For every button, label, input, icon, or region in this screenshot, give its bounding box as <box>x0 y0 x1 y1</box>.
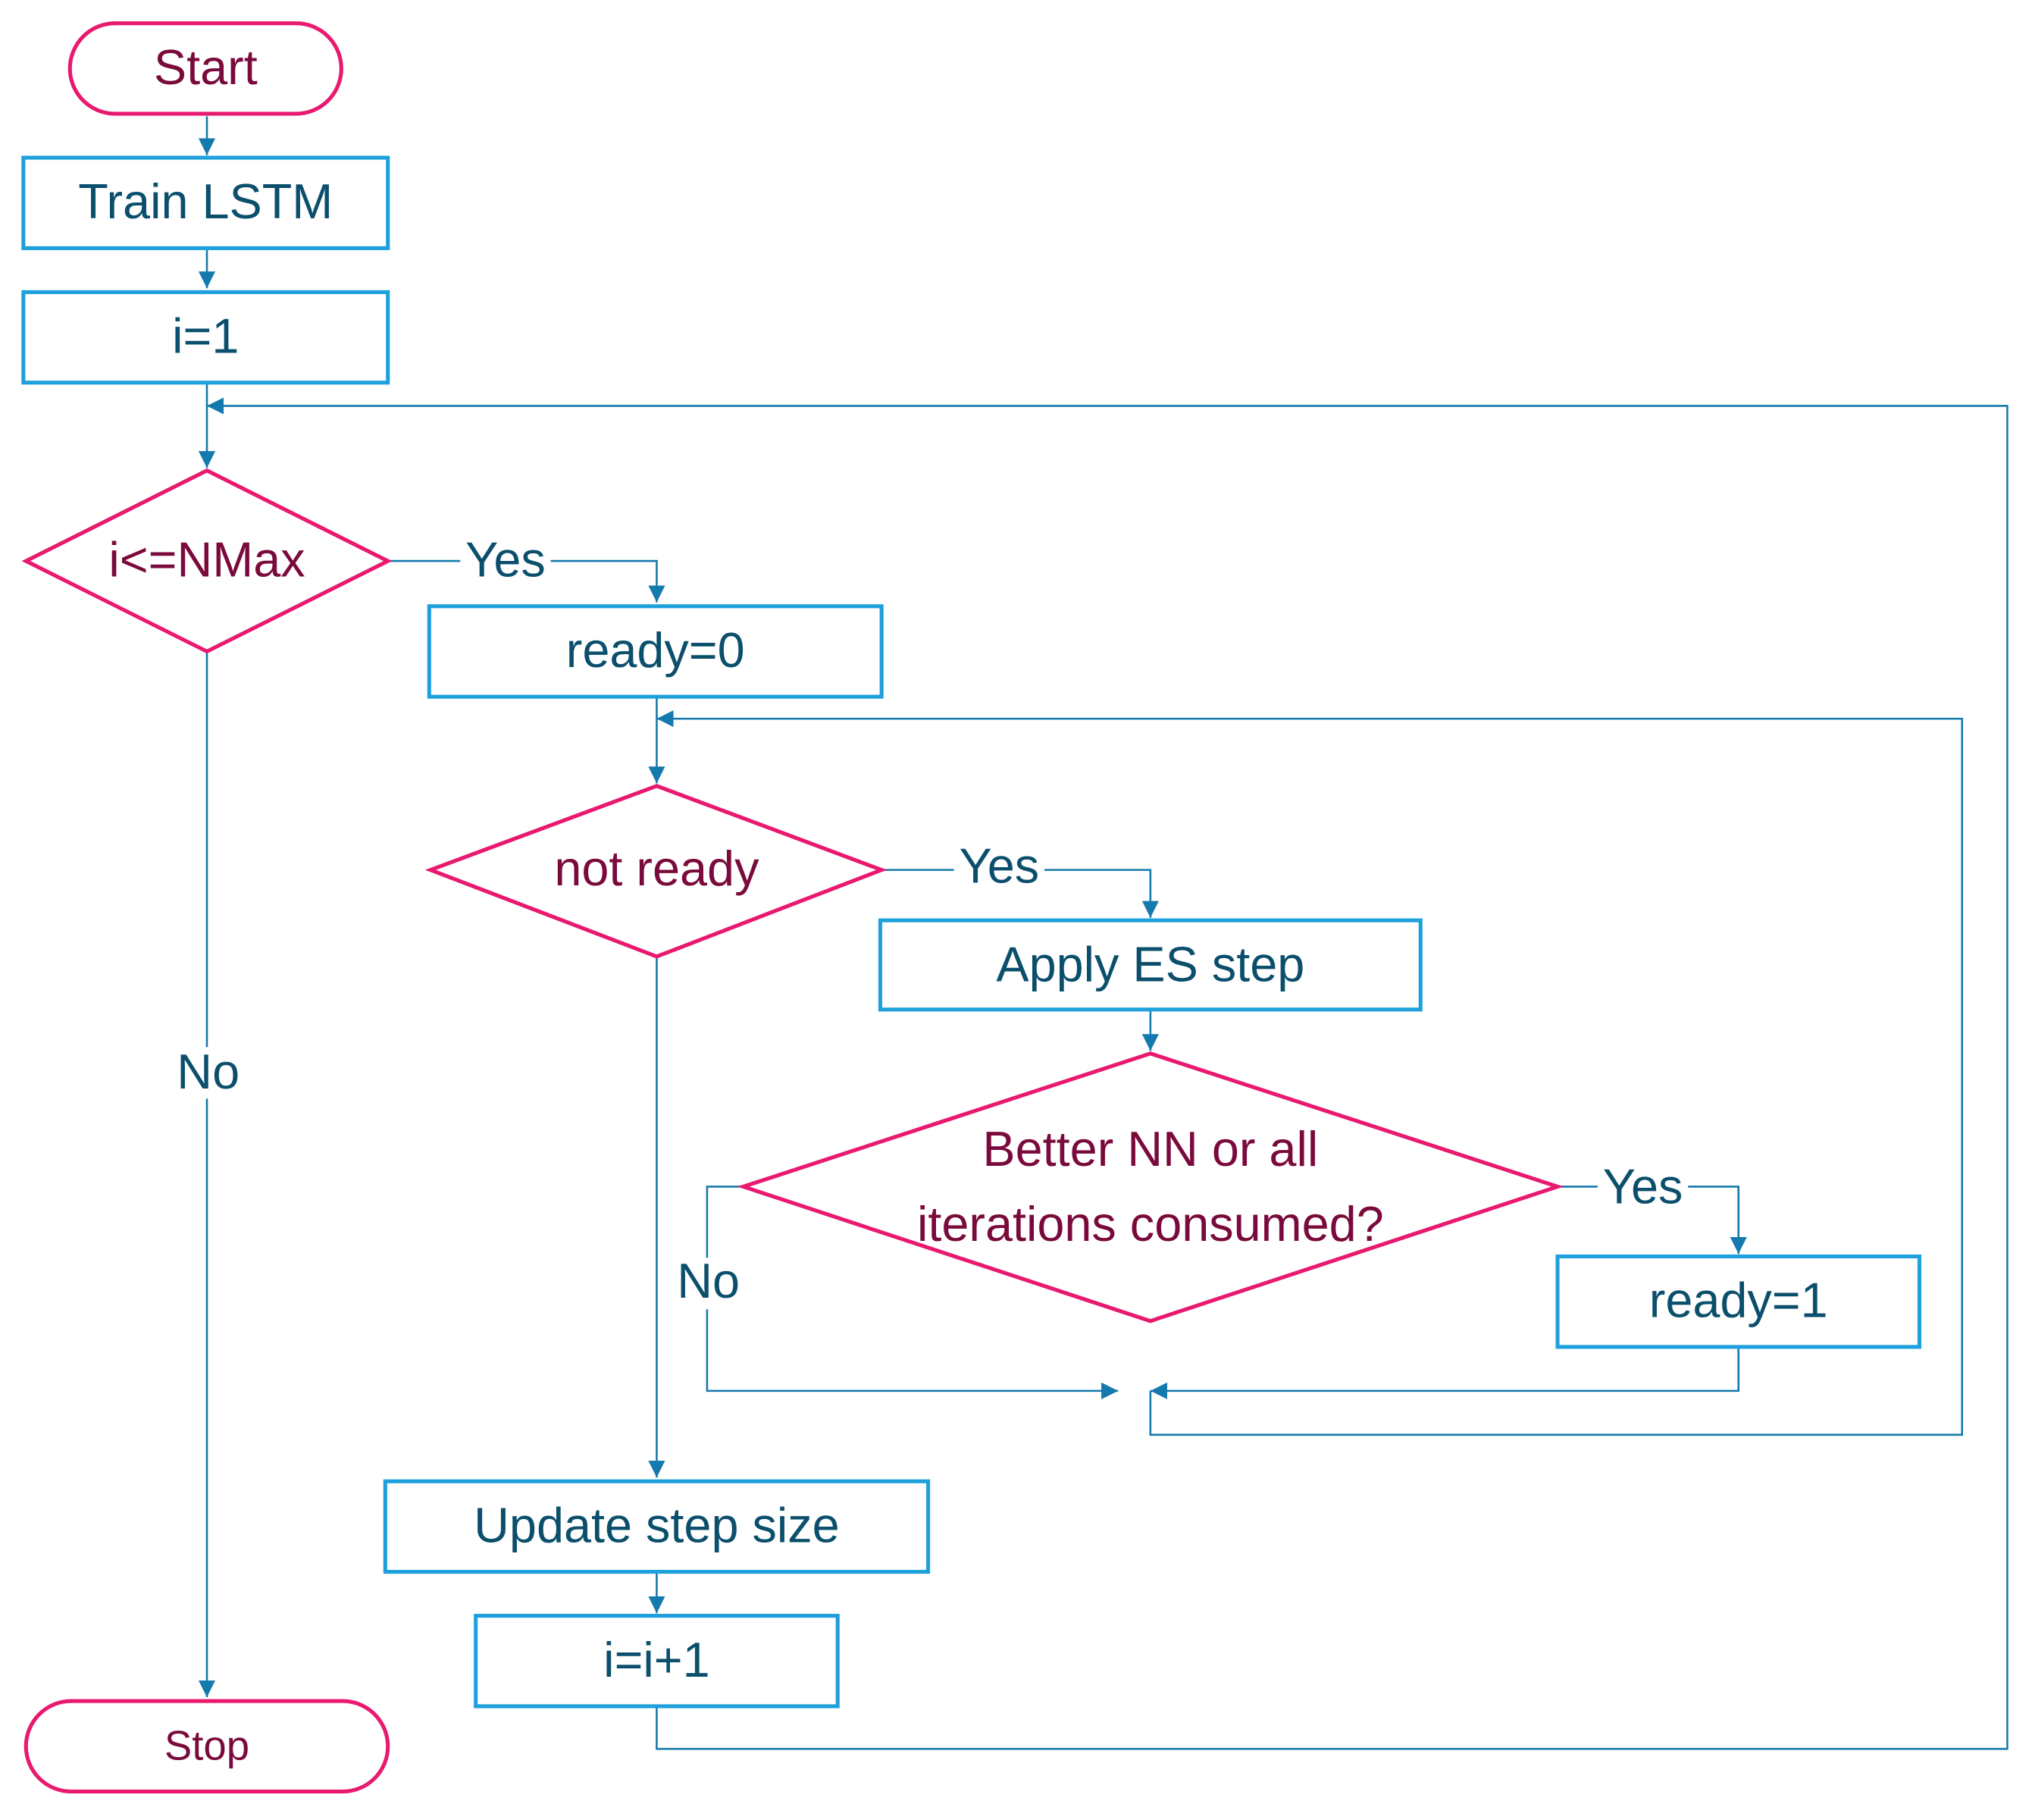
node-update-step-size: Update step size <box>383 1479 931 1574</box>
node-increment-i: i=i+1 <box>474 1614 840 1709</box>
edge-inc-outer-loop-back <box>207 397 2009 1750</box>
decision-better-nn: Better NN or all iterations consumed? <box>737 1051 1564 1323</box>
label-cond-i-no: No <box>177 1044 240 1099</box>
edge-ready1-merge <box>1150 1348 1740 1399</box>
node-train-lstm: Train LSTM <box>21 155 390 250</box>
node-update-step-size-label: Update step size <box>474 1497 840 1552</box>
node-train-lstm-label: Train LSTM <box>78 174 333 229</box>
decision-better-nn-label-line1: Better NN or all <box>982 1121 1318 1176</box>
node-stop: Stop <box>23 1699 390 1794</box>
node-init-i: i=1 <box>21 290 390 385</box>
connectors <box>198 116 2009 1750</box>
node-ready-0-label: ready=0 <box>566 622 745 678</box>
node-apply-es-step-label: Apply ES step <box>996 936 1304 991</box>
decision-not-ready-label: not ready <box>554 841 759 896</box>
decision-better-nn-label-line2: iterations consumed? <box>917 1196 1384 1251</box>
node-init-i-label: i=1 <box>172 309 239 364</box>
node-ready-1: ready=1 <box>1555 1254 1922 1349</box>
label-cond-ready-yes: Yes <box>959 838 1039 894</box>
node-increment-i-label: i=i+1 <box>603 1632 709 1687</box>
decision-not-ready: not ready <box>424 784 888 959</box>
node-start-label: Start <box>154 39 258 95</box>
label-cond-better-no: No <box>677 1253 740 1308</box>
node-start: Start <box>67 21 343 116</box>
node-apply-es-step: Apply ES step <box>878 918 1423 1012</box>
node-stop-label: Stop <box>164 1723 249 1769</box>
edge-labels: Yes No Yes Yes No <box>168 532 1689 1310</box>
label-cond-i-yes: Yes <box>465 532 546 587</box>
node-ready-1-label: ready=1 <box>1649 1273 1828 1328</box>
decision-i-le-nmax-label: i<=NMax <box>108 532 305 587</box>
node-ready-0: ready=0 <box>427 604 884 699</box>
label-cond-better-yes: Yes <box>1603 1159 1683 1214</box>
decision-i-le-nmax: i<=NMax <box>21 468 393 654</box>
edge-merge-inner-loop-back <box>656 710 1964 1436</box>
